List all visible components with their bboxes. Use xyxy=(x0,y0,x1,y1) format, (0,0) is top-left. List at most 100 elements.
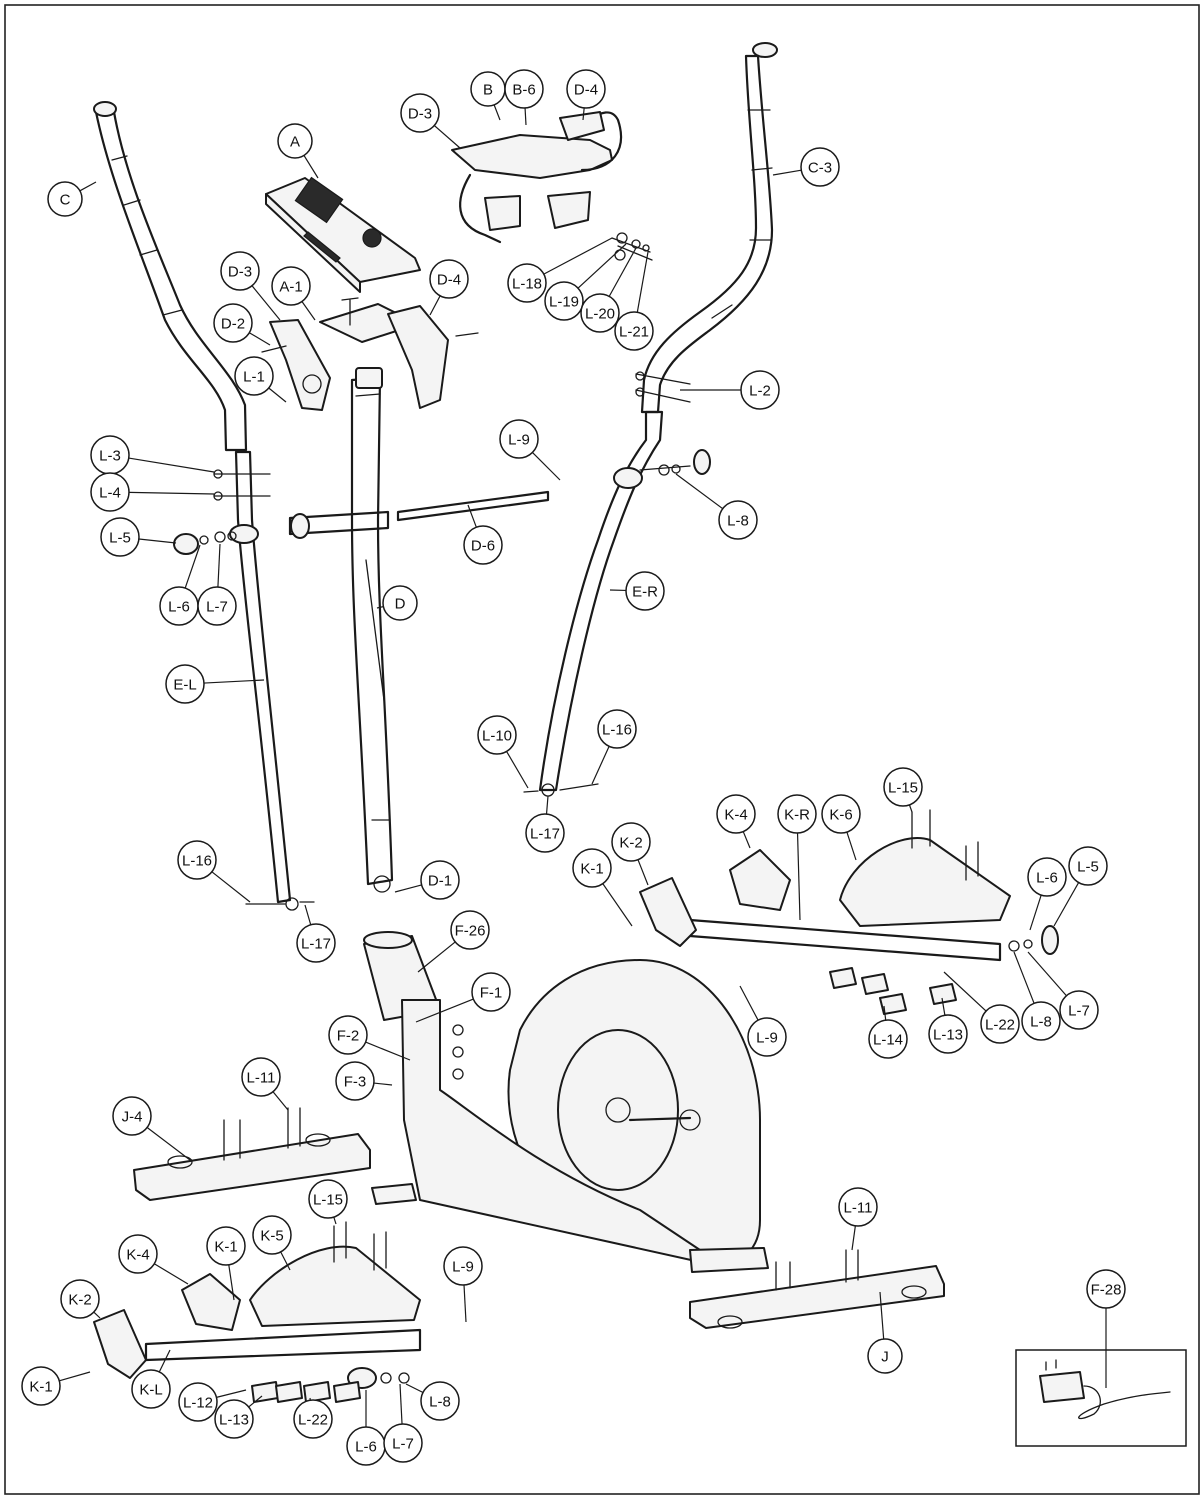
leader-line-d-3a xyxy=(251,285,281,321)
callout-e-r: E-R xyxy=(625,571,665,611)
callout-k-6: K-6 xyxy=(821,794,861,834)
right-pedal-arm-part xyxy=(639,809,1059,1015)
callout-label: L-13 xyxy=(219,1412,249,1429)
callout-circle xyxy=(1027,857,1067,897)
leader-line-k-4a xyxy=(742,831,751,849)
leader-line-l-17a xyxy=(304,904,312,925)
callout-circle xyxy=(504,69,544,109)
leader-line-l-22a xyxy=(943,971,987,1012)
leader-line-c-3 xyxy=(772,169,802,176)
callout-circle xyxy=(308,1179,348,1219)
callout-f-2: F-2 xyxy=(328,1015,368,1055)
leader-line-l-16b xyxy=(591,746,610,785)
callout-l-19: L-19 xyxy=(544,281,584,321)
callout-d: D xyxy=(382,585,418,621)
callout-circle xyxy=(611,822,651,862)
callout-l-6b: L-6 xyxy=(1027,857,1067,897)
callout-circle xyxy=(206,1226,246,1266)
callout-circle xyxy=(177,840,217,880)
callout-label: L-10 xyxy=(482,728,512,745)
callout-circle xyxy=(252,1215,292,1255)
callout-circle xyxy=(597,709,637,749)
callout-l-18: L-18 xyxy=(507,263,547,303)
callout-circle xyxy=(383,1423,423,1463)
callout-label: K-4 xyxy=(126,1247,149,1264)
callout-label: L-7 xyxy=(206,599,228,616)
callout-circle xyxy=(544,281,584,321)
leader-line-k-6 xyxy=(846,831,857,861)
leader-line-k-r xyxy=(796,832,801,921)
leader-line-l-8c xyxy=(405,1383,424,1394)
leader-line-l-3 xyxy=(128,457,215,473)
callout-label: F-28 xyxy=(1091,1282,1122,1299)
callout-label: J-4 xyxy=(122,1109,143,1126)
callout-l-20: L-20 xyxy=(580,293,620,333)
callout-b-6: B-6 xyxy=(504,69,544,109)
callout-l-16b: L-16 xyxy=(597,709,637,749)
callout-l-17b: L-17 xyxy=(525,813,565,853)
leader-line-l-12 xyxy=(216,1389,247,1398)
leader-line-l-5a xyxy=(138,538,177,544)
callout-k-4b: K-4 xyxy=(118,1234,158,1274)
left-handlebar-part xyxy=(93,101,248,452)
callout-label: D-6 xyxy=(471,538,495,555)
leader-line-l-13a xyxy=(248,1395,263,1408)
leader-line-l-17b xyxy=(545,795,549,815)
callout-circle xyxy=(838,1187,878,1227)
callout-label: D-1 xyxy=(428,873,452,890)
leader-line-l-14 xyxy=(883,1005,887,1021)
callout-j-4: J-4 xyxy=(112,1096,152,1136)
callout-circle xyxy=(507,263,547,303)
leader-line-l-18 xyxy=(543,237,613,275)
leader-line-k-1b xyxy=(228,1264,235,1301)
power-adapter-box xyxy=(1015,1349,1187,1447)
right-handlebar-part xyxy=(640,42,778,414)
callout-circle xyxy=(868,1019,908,1059)
callout-circle xyxy=(90,472,130,512)
callout-label: D-2 xyxy=(221,316,245,333)
callout-label: F-1 xyxy=(480,985,503,1002)
callout-l-3: L-3 xyxy=(90,435,130,475)
leader-line-b xyxy=(493,104,501,121)
callout-circle xyxy=(197,586,237,626)
main-post-part xyxy=(350,367,394,893)
callout-l-14: L-14 xyxy=(868,1019,908,1059)
callout-k-1b: K-1 xyxy=(206,1226,246,1266)
leader-line-d-1 xyxy=(394,884,422,893)
leader-line-d-2 xyxy=(249,332,271,346)
callout-circle xyxy=(420,1381,460,1421)
callout-label: L-8 xyxy=(1030,1014,1052,1031)
leader-line-a-1 xyxy=(301,301,316,321)
callout-label: F-2 xyxy=(337,1028,360,1045)
callout-label: D-3 xyxy=(228,264,252,281)
right-lower-arm-part xyxy=(523,371,711,797)
callout-circle xyxy=(165,664,205,704)
callout-label: L-18 xyxy=(512,276,542,293)
callout-l-8a: L-8 xyxy=(718,500,758,540)
callout-label: L-6 xyxy=(355,1439,377,1456)
callout-circle xyxy=(747,1017,787,1057)
callout-label: L-13 xyxy=(933,1027,963,1044)
callout-f-3: F-3 xyxy=(335,1061,375,1101)
callout-circle xyxy=(296,923,336,963)
callout-label: D-4 xyxy=(574,82,598,99)
callout-circle xyxy=(450,910,490,950)
leader-line-l-5b xyxy=(1053,882,1080,927)
leader-line-l-11b xyxy=(851,1225,856,1251)
pulse-handlebar-part xyxy=(451,111,653,261)
callout-l-13a: L-13 xyxy=(214,1399,254,1439)
leader-line-c xyxy=(79,181,97,192)
callout-label: K-5 xyxy=(260,1228,283,1245)
callout-circle xyxy=(463,525,503,565)
callout-circle xyxy=(867,1338,903,1374)
left-pedal-arm-part xyxy=(93,1221,422,1403)
callout-label: K-L xyxy=(139,1382,162,1399)
leader-line-l-8b xyxy=(1013,951,1035,1004)
callout-label: E-L xyxy=(173,677,196,694)
callout-circle xyxy=(1021,1001,1061,1041)
callout-f-26: F-26 xyxy=(450,910,490,950)
callout-label: L-17 xyxy=(301,936,331,953)
leader-line-l-16a xyxy=(211,871,251,903)
callout-circle xyxy=(118,1234,158,1274)
callout-l-6a: L-6 xyxy=(159,586,199,626)
